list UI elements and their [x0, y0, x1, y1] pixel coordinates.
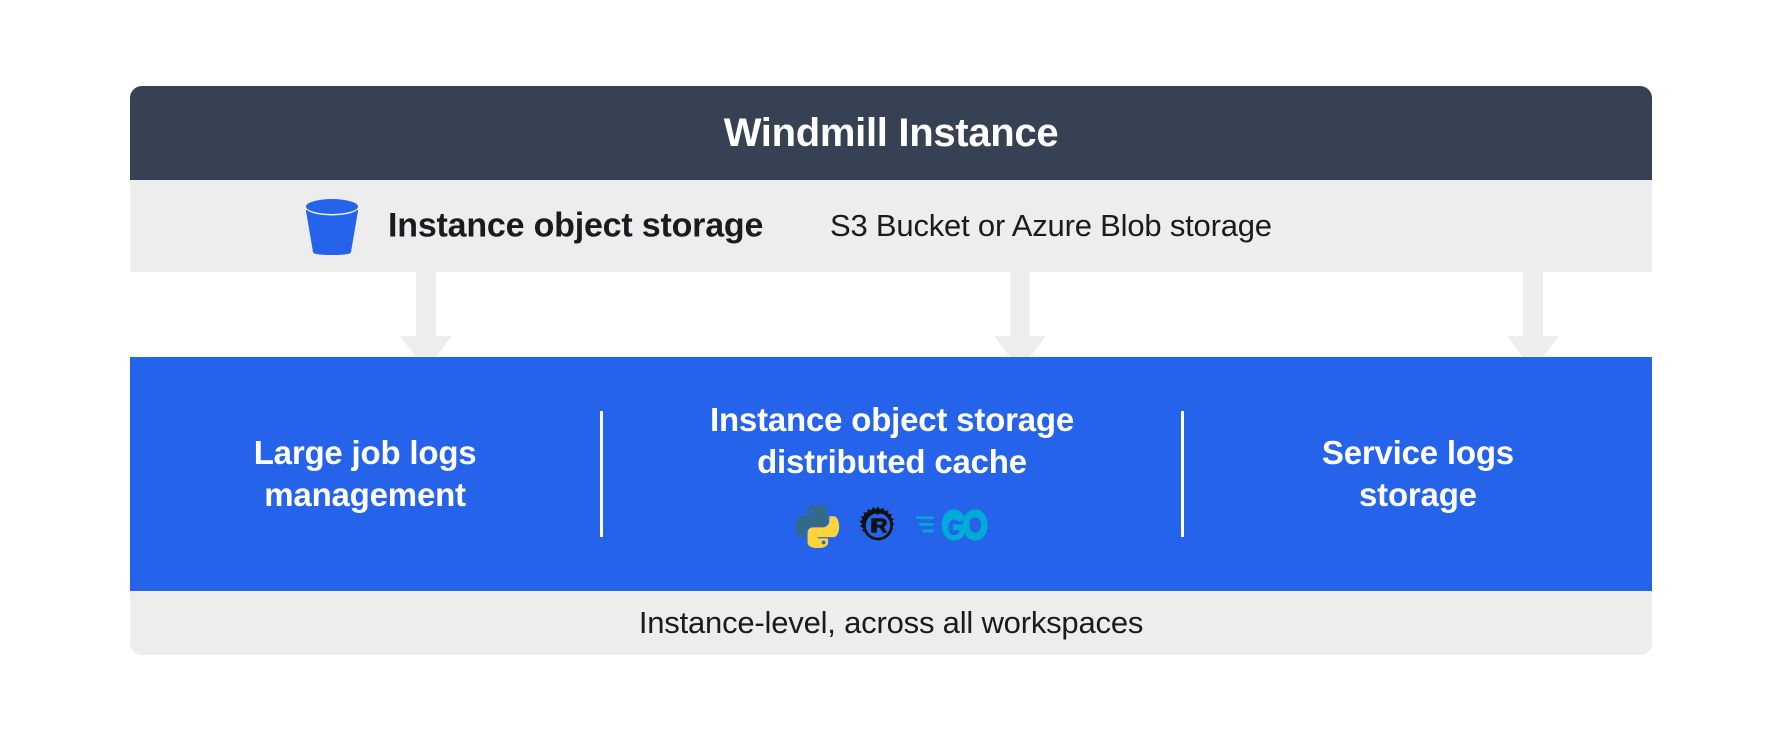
subheader-bar: Instance object storage S3 Bucket or Azu… [130, 180, 1652, 272]
footer-bar: Instance-level, across all workspaces [130, 591, 1652, 655]
feature-title-line-1: Instance object storage [709, 400, 1074, 438]
feature-column-distributed-cache: Instance object storage distributed cach… [603, 357, 1181, 591]
subheader-note: S3 Bucket or Azure Blob storage [830, 208, 1272, 243]
bucket-icon [306, 199, 358, 255]
arrow-shaft [1010, 272, 1030, 337]
feature-title: Large job logs management [254, 432, 477, 516]
feature-title-line-2: management [264, 476, 466, 513]
python-logo [795, 505, 840, 549]
header-bar: Windmill Instance [130, 86, 1652, 180]
connector-arrows [130, 272, 1652, 370]
feature-column-large-job-logs: Large job logs management [130, 357, 600, 591]
feature-title: Instance object storage distributed cach… [710, 399, 1074, 483]
feature-title-line-1: Large job logs [253, 433, 477, 471]
windmill-instance-diagram: Windmill Instance Instance object storag… [130, 86, 1652, 655]
column-divider [1180, 411, 1184, 537]
features-panel: Large job logs management Instance objec… [130, 357, 1652, 591]
subheader-label: Instance object storage [388, 206, 764, 245]
feature-title: Service logs storage [1322, 432, 1514, 516]
page-title: Windmill Instance [723, 110, 1059, 155]
arrow-shaft [416, 272, 436, 337]
feature-title-line-2: distributed cache [757, 443, 1027, 480]
rust-logo [859, 506, 895, 541]
arrow-shaft [1523, 272, 1543, 337]
language-logos [794, 501, 990, 549]
go-logo [916, 509, 988, 541]
footer-text: Instance-level, across all workspaces [638, 605, 1144, 640]
column-divider [600, 411, 604, 537]
feature-title-line-2: storage [1359, 476, 1477, 513]
feature-title-line-1: Service logs [1321, 433, 1514, 471]
feature-column-service-logs: Service logs storage [1184, 357, 1652, 591]
